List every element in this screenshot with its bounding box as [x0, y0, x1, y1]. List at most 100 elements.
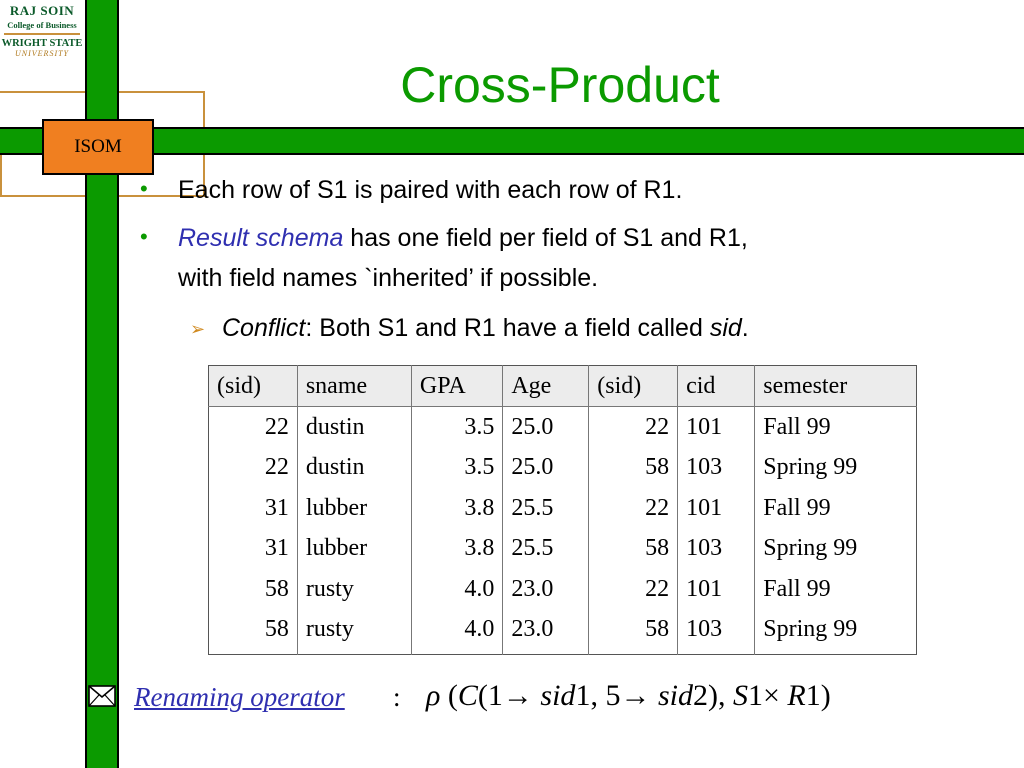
- header-semester: semester: [754, 365, 917, 407]
- cell-gpa: 4.0: [411, 609, 504, 655]
- rho-symbol: ρ: [426, 679, 441, 712]
- cell-sid-1: 58: [208, 569, 298, 610]
- renaming-operator-link[interactable]: Renaming operator: [134, 682, 345, 712]
- table-header-row: (sid) sname GPA Age (sid) cid semester: [208, 365, 917, 407]
- cell-age: 25.0: [502, 406, 590, 448]
- sub-bullet-text: : Both S1 and R1 have a field called: [305, 314, 710, 342]
- header-gpa: GPA: [411, 365, 504, 407]
- header-sid-2: (sid): [588, 365, 679, 407]
- cell-sname: dustin: [297, 406, 412, 448]
- cell-sid-2: 22: [588, 488, 679, 529]
- cell-age: 23.0: [502, 609, 590, 655]
- cell-sname: dustin: [297, 447, 412, 488]
- sub-bullet-conflict: Conflict: Both S1 and R1 have a field ca…: [222, 313, 749, 343]
- cell-sid-2: 58: [588, 528, 679, 569]
- cell-age: 23.0: [502, 569, 590, 610]
- formula-part: (: [440, 679, 458, 712]
- isom-badge-label: ISOM: [74, 136, 122, 157]
- sub-bullet-period: .: [741, 314, 749, 342]
- cell-sid-1: 22: [208, 447, 298, 488]
- bullet-2-text: has one field per field of S1 and R1,: [343, 224, 748, 252]
- cell-sname: lubber: [297, 528, 412, 569]
- cell-cid: 101: [677, 406, 756, 448]
- university-logo: RAJ SOIN College of Business WRIGHT STAT…: [0, 2, 84, 78]
- frame-line-bottom-left: [0, 155, 2, 197]
- bullet-2: Result schema has one field per field of…: [178, 223, 748, 253]
- bullet-dot-1: •: [140, 176, 148, 201]
- cell-age: 25.5: [502, 528, 590, 569]
- logo-line-wright-state: WRIGHT STATE: [1, 38, 83, 49]
- result-schema-term: Result schema: [178, 224, 344, 252]
- cell-sid-1: 58: [208, 609, 298, 655]
- cell-gpa: 3.5: [411, 406, 504, 448]
- cross-product-table: (sid) sname GPA Age (sid) cid semester 2…: [208, 365, 917, 655]
- header-sid-1: (sid): [208, 365, 298, 407]
- formula-part: R: [787, 679, 806, 712]
- cell-semester: Fall 99: [763, 413, 831, 440]
- formula-part: 1): [805, 679, 831, 712]
- cell-sname: rusty: [297, 569, 412, 610]
- table-row: 31 lubber 3.8 25.5 58 103 Spring 99: [208, 528, 917, 569]
- cell-gpa: 3.8: [411, 528, 504, 569]
- cell-cid: 101: [677, 569, 756, 610]
- bullet-1: Each row of S1 is paired with each row o…: [178, 176, 683, 204]
- renaming-colon: :: [393, 682, 401, 712]
- logo-line-college: College of Business: [7, 20, 77, 30]
- formula-part: 1, 5→: [575, 679, 658, 712]
- frame-line-top-right: [203, 91, 205, 127]
- green-horizontal-bar: [0, 127, 1024, 155]
- cell-gpa: 3.8: [411, 488, 504, 529]
- header-sname: sname: [297, 365, 412, 407]
- cell-sid-1: 22: [208, 406, 298, 448]
- cell-cid: 103: [677, 609, 756, 655]
- frame-line-bottom-right: [203, 155, 205, 197]
- sid-term: sid: [709, 314, 742, 342]
- header-age: Age: [502, 365, 590, 407]
- bullet-2-continued: with field names `inherited’ if possible…: [178, 264, 599, 292]
- formula-part: sid: [657, 679, 693, 712]
- cell-sid-2: 22: [588, 406, 679, 448]
- cell-age: 25.5: [502, 488, 590, 529]
- cell-semester: Spring 99: [763, 616, 858, 643]
- formula-part: C: [457, 679, 478, 712]
- cell-cid: 103: [677, 447, 756, 488]
- cell-sname: rusty: [297, 609, 412, 655]
- cell-sid-1: 31: [208, 488, 298, 529]
- cell-sid-1: 31: [208, 528, 298, 569]
- cell-semester: Fall 99: [763, 575, 831, 602]
- logo-divider: [4, 33, 80, 35]
- cell-cid: 103: [677, 528, 756, 569]
- formula-part: 1×: [747, 679, 788, 712]
- table-row: 22 dustin 3.5 25.0 22 101 Fall 99: [208, 406, 917, 448]
- cell-cid: 101: [677, 488, 756, 529]
- cell-gpa: 3.5: [411, 447, 504, 488]
- slide-title: Cross-Product: [400, 57, 720, 113]
- formula-part: S: [732, 679, 748, 712]
- logo-line-university: UNIVERSITY: [15, 49, 69, 58]
- logo-line-raj-soin: RAJ SOIN: [9, 3, 75, 18]
- cell-semester: Spring 99: [763, 535, 858, 562]
- table-row: 58 rusty 4.0 23.0 22 101 Fall 99: [208, 569, 917, 610]
- renaming-formula: ρ (C(1→ sid1, 5→ sid2), S1× R1): [426, 679, 831, 713]
- cell-semester: Spring 99: [763, 454, 858, 481]
- cell-sname: lubber: [297, 488, 412, 529]
- cell-sid-2: 58: [588, 609, 679, 655]
- cell-age: 25.0: [502, 447, 590, 488]
- envelope-icon: [88, 685, 116, 707]
- header-cid: cid: [677, 365, 756, 407]
- table-row: 58 rusty 4.0 23.0 58 103 Spring 99: [208, 609, 917, 655]
- cell-gpa: 4.0: [411, 569, 504, 610]
- formula-part: (1→: [477, 679, 541, 712]
- formula-part: sid: [540, 679, 576, 712]
- formula-part: 2),: [692, 679, 733, 712]
- table-row: 31 lubber 3.8 25.5 22 101 Fall 99: [208, 488, 917, 529]
- cell-semester: Fall 99: [763, 494, 831, 521]
- sub-bullet-arrow-icon: ➢: [190, 319, 206, 339]
- cell-sid-2: 58: [588, 447, 679, 488]
- green-vertical-bar: [85, 0, 119, 768]
- table-row: 22 dustin 3.5 25.0 58 103 Spring 99: [208, 447, 917, 488]
- isom-badge: ISOM: [42, 119, 154, 175]
- conflict-term: Conflict: [222, 314, 306, 342]
- bullet-dot-2: •: [140, 224, 148, 249]
- cell-sid-2: 22: [588, 569, 679, 610]
